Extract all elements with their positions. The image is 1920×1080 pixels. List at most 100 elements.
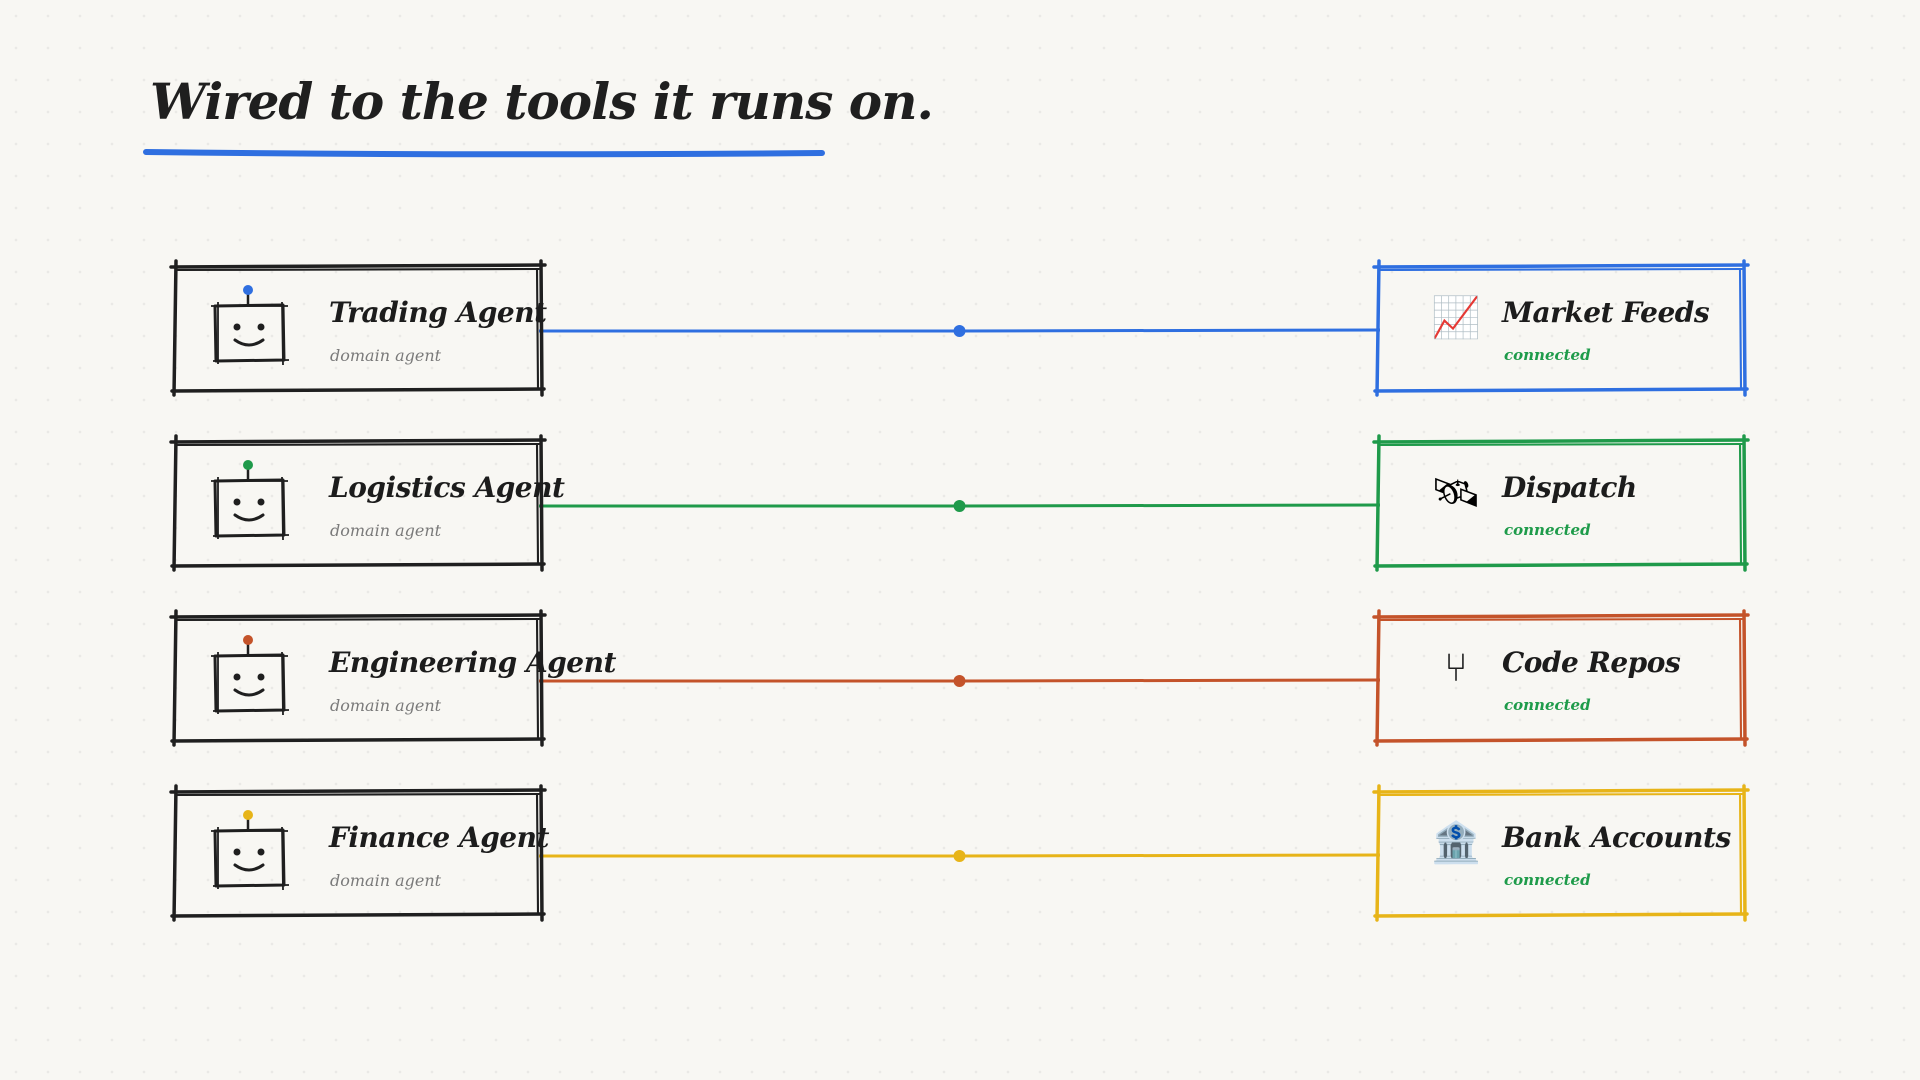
frame-stroke <box>1375 434 1381 572</box>
connector-midpoint-dot <box>953 675 966 687</box>
antenna-light <box>243 460 253 470</box>
frame-stroke <box>1742 434 1747 572</box>
frame-stroke <box>1378 617 1744 622</box>
frame-stroke <box>170 562 546 568</box>
connector-midpoint-dot <box>953 500 966 512</box>
frame-stroke <box>1378 267 1744 272</box>
satellite-icon: 🛰 <box>1430 470 1482 516</box>
frame-stroke <box>175 267 541 272</box>
bank-icon: 🏦 <box>1431 820 1481 866</box>
frame-stroke <box>170 737 546 743</box>
tool-status: connected <box>1504 871 1591 889</box>
frame-stroke <box>1375 784 1381 922</box>
frame-stroke <box>1738 267 1743 390</box>
tool-status: connected <box>1504 696 1591 714</box>
frame-stroke <box>1375 259 1381 397</box>
frame-stroke <box>1372 438 1750 444</box>
robot-head-sketch <box>211 301 290 366</box>
card-frame <box>1372 434 1750 572</box>
robot-head-sketch <box>211 651 290 716</box>
card-frame <box>169 259 547 397</box>
frame-stroke <box>1375 609 1381 747</box>
frame-stroke <box>1742 259 1747 397</box>
tool-card-code-repos[interactable]: ⑂ Code Repos connected <box>1372 609 1750 747</box>
agent-card-engineering[interactable]: Engineering Agent domain agent <box>169 609 616 747</box>
agent-title: Trading Agent <box>329 296 547 329</box>
frame-stroke <box>1373 387 1749 393</box>
robot-icon <box>211 285 290 366</box>
agent-title: Engineering Agent <box>329 646 616 679</box>
frame-stroke <box>1372 613 1750 619</box>
connector-midpoint-dot <box>953 850 966 862</box>
frame-stroke <box>1742 609 1747 747</box>
antenna-light <box>243 810 253 820</box>
frame-stroke <box>1738 617 1743 740</box>
robot-smile <box>233 338 265 347</box>
robot-eye-right <box>257 498 265 506</box>
frame-stroke <box>1373 562 1749 568</box>
antenna-light <box>243 635 253 645</box>
agent-card-logistics[interactable]: Logistics Agent domain agent <box>169 434 565 572</box>
card-frame <box>1372 784 1750 922</box>
frame-stroke <box>169 438 547 444</box>
agent-subtitle: domain agent <box>330 346 442 365</box>
frame-stroke <box>1372 788 1750 794</box>
frame-stroke <box>535 267 540 390</box>
frame-stroke <box>170 912 546 918</box>
frame-stroke <box>1373 737 1749 743</box>
robot-icon <box>211 635 290 716</box>
agent-card-finance[interactable]: Finance Agent domain agent <box>169 784 549 922</box>
frame-stroke <box>535 617 540 740</box>
robot-head <box>213 303 286 363</box>
card-frame <box>1372 259 1750 397</box>
frame-stroke <box>172 609 178 747</box>
card-frame <box>169 609 547 747</box>
frame-stroke <box>539 434 544 572</box>
frame-stroke <box>539 259 544 397</box>
robot-eye-left <box>233 673 241 681</box>
frame-stroke <box>172 259 178 397</box>
robot-smile <box>233 688 265 697</box>
robot-head <box>213 653 286 713</box>
tool-card-bank-accounts[interactable]: 🏦 Bank Accounts connected <box>1372 784 1750 922</box>
frame-stroke <box>1738 442 1743 565</box>
robot-eye-right <box>257 323 265 331</box>
frame-stroke <box>1373 912 1749 918</box>
agent-subtitle: domain agent <box>330 871 442 890</box>
robot-eye-left <box>233 848 241 856</box>
frame-stroke <box>175 617 541 622</box>
frame-stroke <box>169 263 547 269</box>
card-frame <box>169 784 547 922</box>
robot-eye-right <box>257 848 265 856</box>
tool-title: Code Repos <box>1502 646 1681 679</box>
robot-head <box>213 478 286 538</box>
frame-stroke <box>172 784 178 922</box>
frame-stroke <box>1742 784 1747 922</box>
frame-stroke <box>535 442 540 565</box>
robot-head-sketch <box>211 826 290 891</box>
agent-card-trading[interactable]: Trading Agent domain agent <box>169 259 547 397</box>
frame-stroke <box>535 792 540 915</box>
title-underline <box>143 149 825 158</box>
frame-stroke <box>169 613 547 619</box>
chart-increasing-icon: 📈 <box>1431 295 1481 341</box>
tool-card-dispatch[interactable]: 🛰 Dispatch connected <box>1372 434 1750 572</box>
frame-stroke <box>539 784 544 922</box>
agent-title: Logistics Agent <box>329 471 565 504</box>
antenna-light <box>243 285 253 295</box>
connector-midpoint-dot <box>953 325 966 337</box>
robot-eye-left <box>233 323 241 331</box>
tool-title: Dispatch <box>1502 471 1637 504</box>
tool-card-market-feeds[interactable]: 📈 Market Feeds connected <box>1372 259 1750 397</box>
robot-eye-left <box>233 498 241 506</box>
frame-stroke <box>1372 263 1750 269</box>
robot-smile <box>233 863 265 872</box>
page-title: Wired to the tools it runs on. <box>150 72 934 131</box>
card-frame <box>169 434 547 572</box>
robot-eye-right <box>257 673 265 681</box>
fork-branch-icon: ⑂ <box>1444 645 1468 691</box>
frame-stroke <box>175 792 541 797</box>
tool-status: connected <box>1504 521 1591 539</box>
frame-stroke <box>1738 792 1743 915</box>
